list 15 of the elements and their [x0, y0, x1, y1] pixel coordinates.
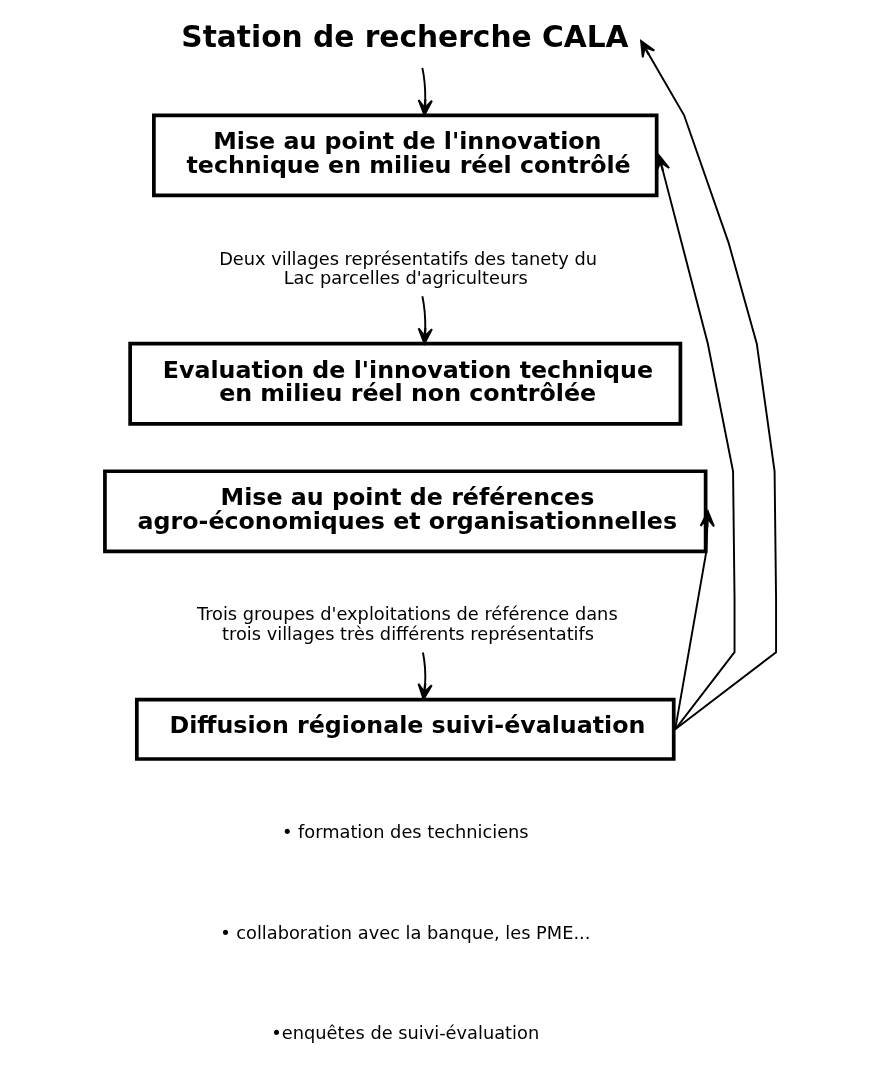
arrow [417, 651, 433, 701]
arrow [417, 66, 433, 117]
node-box: Diffusion régionale suivi-évaluation [134, 697, 676, 761]
node-text: Deux villages représentatifs des tanety du Lac parcelles d'agriculteurs [218, 247, 597, 288]
node-text: Trois groupes d'exploitations de référence dans trois villages très différents représentatifs [196, 603, 618, 644]
node-box: Evaluation de l'innovation technique en milieu réel non contrôlée [127, 341, 682, 426]
node-text: Station de recherche CALA [180, 19, 629, 55]
arrow [417, 295, 433, 345]
arrow [673, 510, 715, 731]
label: •enquêtes de suivi-évaluation [270, 1022, 539, 1044]
arrow [639, 40, 777, 731]
label: • collaboration avec la banque, les PME... [219, 921, 590, 943]
node-box: Mise au point de références agro-économiques et organisationnelles [102, 469, 707, 554]
node-box: Mise au point de l'innovation technique en milieu réel contrôlé [151, 113, 659, 198]
label: • formation des techniciens [281, 820, 529, 842]
